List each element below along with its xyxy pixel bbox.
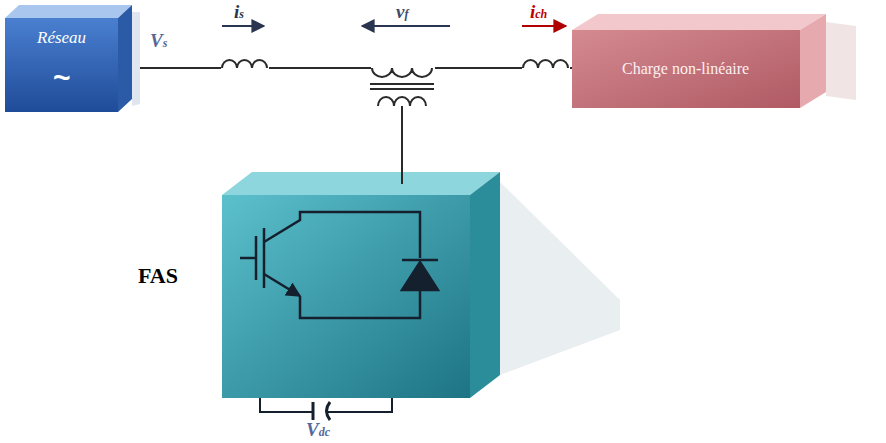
- voltage-arrow: [362, 25, 450, 27]
- filter-box-3d: [222, 172, 620, 398]
- signal-label: is: [234, 1, 244, 23]
- signal-label: vf: [396, 1, 408, 23]
- grid-box: Réseau ~: [5, 18, 118, 112]
- signal-label: ich: [530, 1, 547, 23]
- igbt-diode-symbol: [240, 212, 438, 318]
- grid-box-3d: [5, 5, 140, 112]
- signal-label: Vdc: [306, 419, 330, 441]
- filter-box: FAS: [222, 195, 470, 398]
- current-arrow: [222, 25, 264, 27]
- node-title: Charge non-linéaire: [622, 59, 749, 78]
- node-title: FAS: [138, 263, 178, 289]
- load-box-3d: [572, 14, 856, 108]
- load-box: Charge non-linéaire: [572, 30, 800, 108]
- node-symbol: ~: [53, 60, 71, 96]
- series-transformer: [370, 64, 435, 184]
- node-title: Réseau: [37, 28, 86, 48]
- inductor-coil: [221, 60, 269, 72]
- power-line: [118, 67, 572, 69]
- signal-label: Vs: [150, 30, 167, 52]
- dc-capacitor: [260, 398, 392, 420]
- current-arrow: [522, 25, 566, 27]
- inductor-coil: [522, 60, 570, 72]
